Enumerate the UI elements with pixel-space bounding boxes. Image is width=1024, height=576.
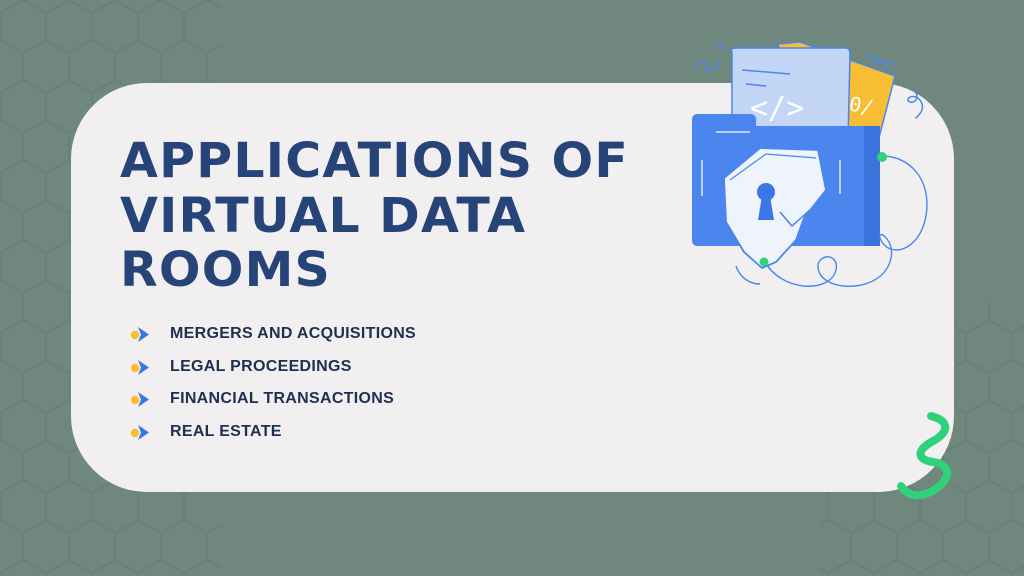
list-item: MERGERS AND ACQUISITIONS (130, 318, 416, 351)
secure-folder-illustration: 0/ </> (692, 41, 928, 287)
svg-text:</>: </> (750, 91, 804, 126)
list-item: FINANCIAL TRANSACTIONS (130, 383, 416, 416)
svg-text:0/: 0/ (847, 91, 876, 119)
green-squiggle-icon (897, 412, 951, 500)
bullet-arrow-icon (130, 423, 152, 441)
list-item: REAL ESTATE (130, 416, 416, 449)
bullet-arrow-icon (130, 390, 152, 408)
list-item-label: LEGAL PROCEEDINGS (170, 357, 352, 375)
list-item: LEGAL PROCEEDINGS (130, 351, 416, 384)
title-line-1: APPLICATIONS OF (120, 133, 630, 189)
title-line-3: ROOMS (120, 242, 332, 298)
bullet-arrow-icon (130, 358, 152, 376)
list-item-label: FINANCIAL TRANSACTIONS (170, 390, 395, 408)
green-dot-icon (877, 152, 887, 162)
title-line-2: VIRTUAL DATA (120, 187, 527, 244)
cable-icon (735, 155, 928, 287)
applications-list: MERGERS AND ACQUISITIONS LEGAL PROCEEDIN… (130, 318, 416, 448)
list-item-label: MERGERS AND ACQUISITIONS (170, 325, 417, 343)
bullet-arrow-icon (130, 325, 152, 343)
code-document-icon: </> (730, 47, 851, 141)
shield-lock-icon (723, 147, 827, 270)
scribble-icon (695, 43, 924, 119)
list-item-label: REAL ESTATE (170, 422, 282, 440)
green-dot-icon (759, 257, 769, 267)
page-title: APPLICATIONS OF VIRTUAL DATA ROOMS (120, 134, 629, 298)
